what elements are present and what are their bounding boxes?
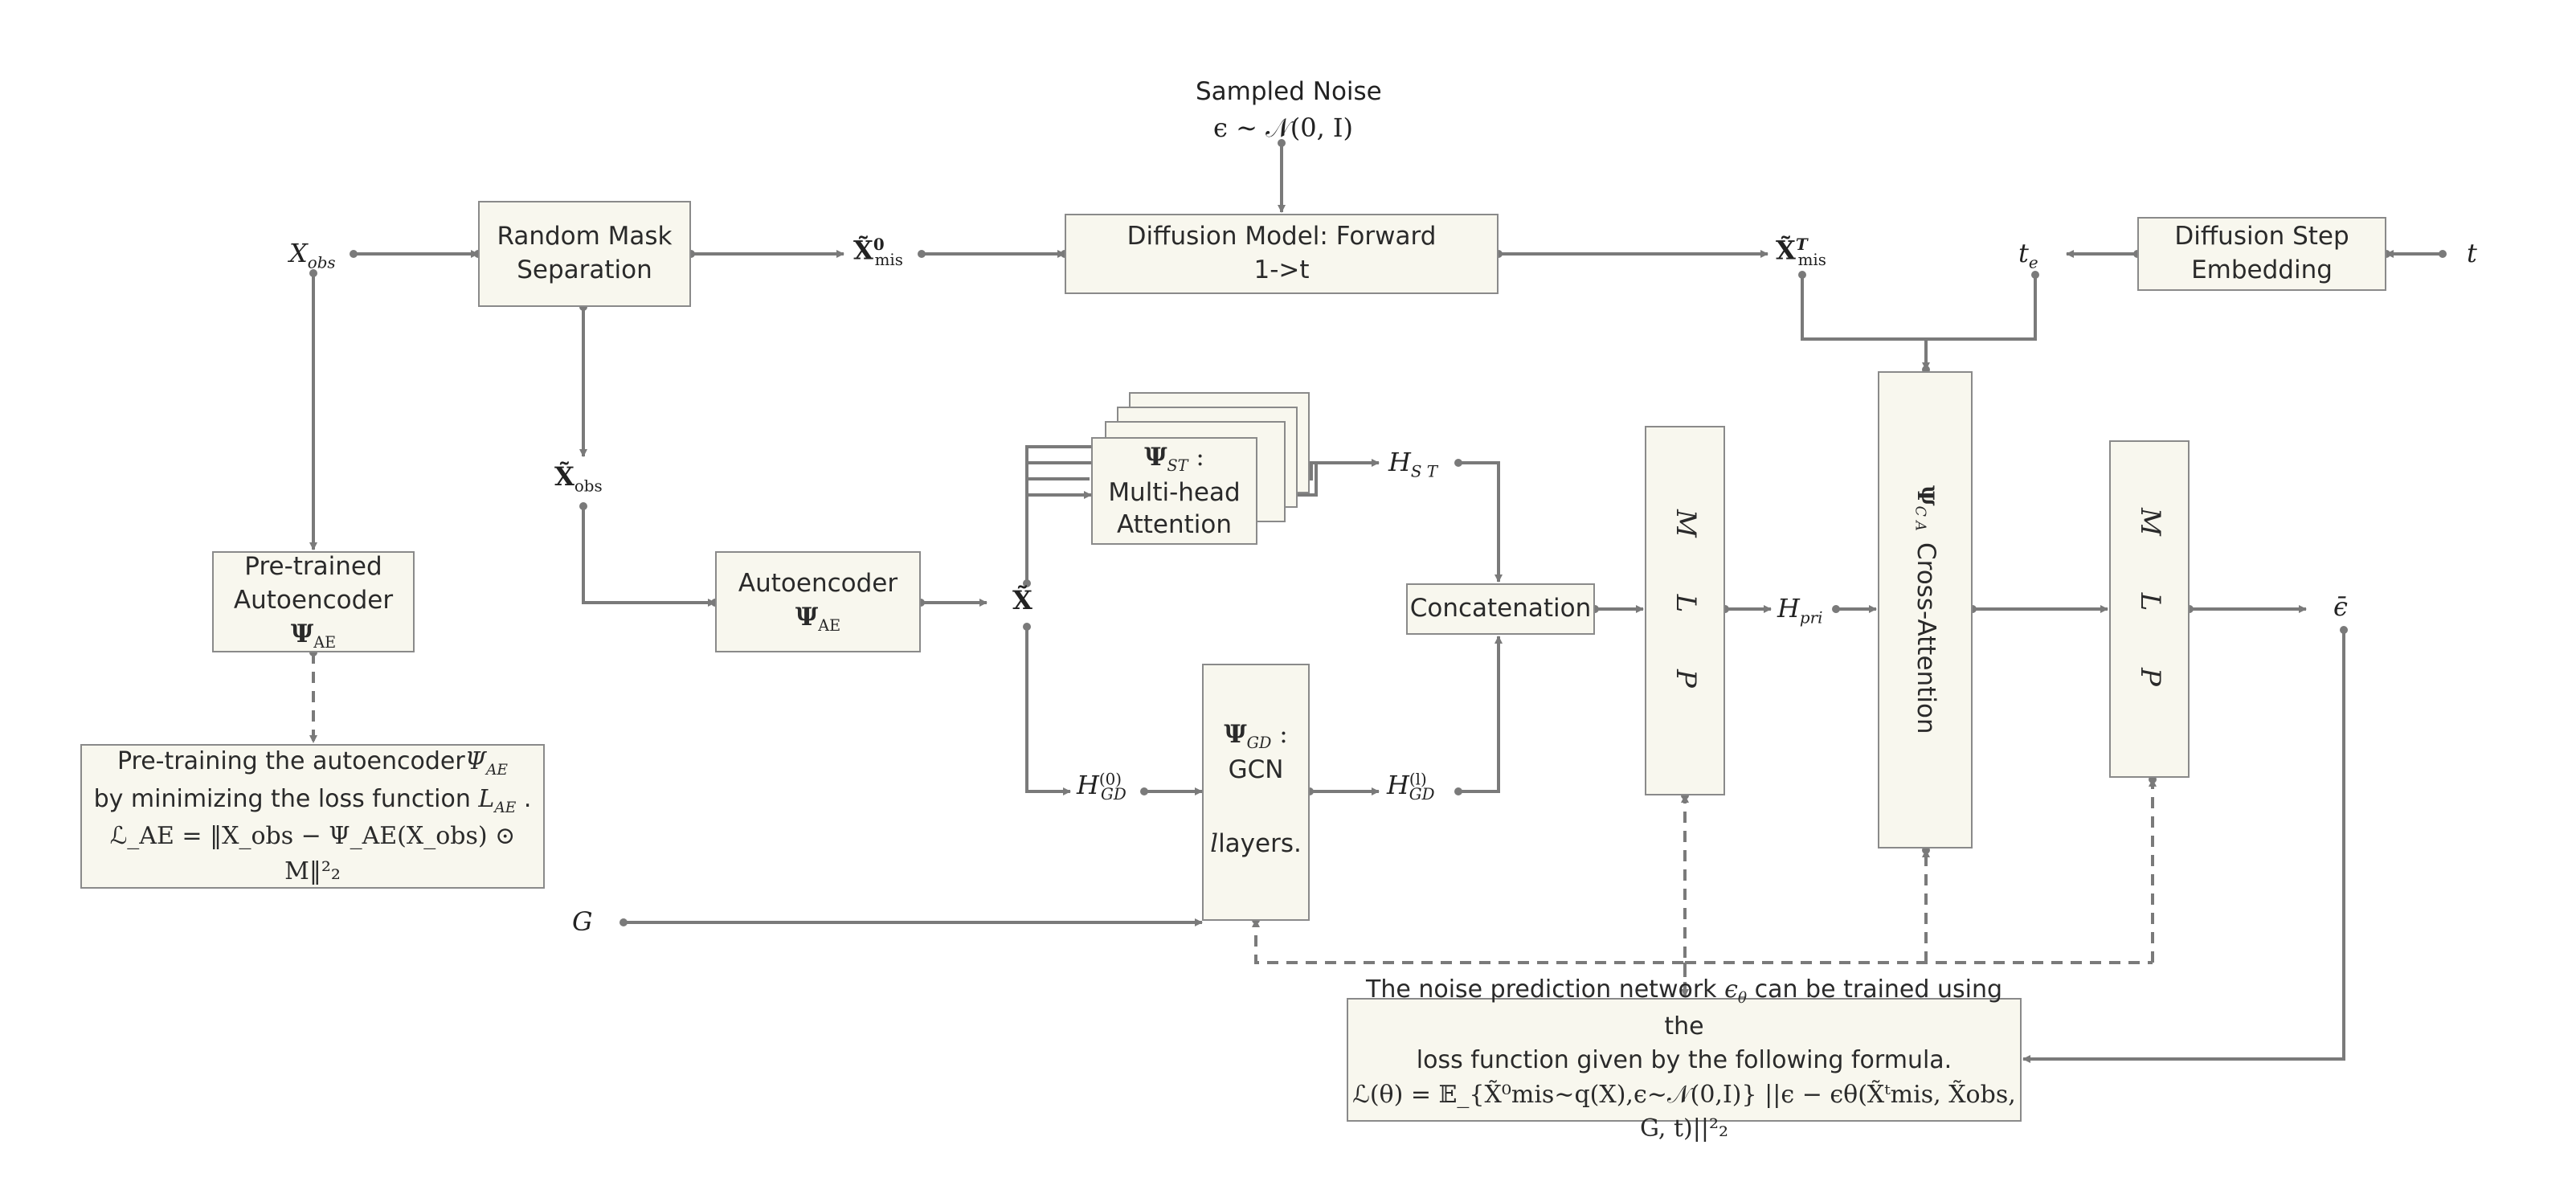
g-label: G xyxy=(572,906,593,937)
noise-prediction-note-box: The noise prediction network ϵθ can be t… xyxy=(1347,975,2022,1143)
arrow-xtilde-to-hgd0 xyxy=(1025,627,1071,795)
autoencoder-symbol: ΨAE xyxy=(795,602,841,636)
h-gdl-label: H(l)GD xyxy=(1387,770,1435,804)
cross-attention-box: ΨC A Cross-Attention xyxy=(1878,371,1973,848)
x-tilde-obs-label: X̃obs xyxy=(554,461,603,496)
mlp1-box: M L P xyxy=(1645,426,1725,795)
diffusion-forward-box: Diffusion Model: Forward 1->t xyxy=(1065,214,1499,294)
autoencoder-label: Autoencoder xyxy=(738,569,898,599)
step-embed-label: Diffusion Step Embedding xyxy=(2174,222,2349,284)
dashed-to-gd xyxy=(1252,919,1683,964)
ca-symbol: ΨC A xyxy=(1912,485,1940,532)
concat-label: Concatenation xyxy=(1409,594,1592,624)
gd-line2: GCN xyxy=(1228,755,1284,785)
pretrain-note-line1: Pre-training the autoencoderΨAE xyxy=(117,746,509,779)
h-st-label: HS T xyxy=(1388,447,1438,481)
autoencoder-box: Autoencoder ΨAE xyxy=(715,551,921,652)
ca-label: Cross-Attention xyxy=(1911,542,1940,734)
random-mask-separation-box: Random Mask Separation xyxy=(478,201,691,307)
pretrained-autoencoder-box: Pre-trained Autoencoder ΨAE xyxy=(212,551,415,652)
h-pri-label: Hpri xyxy=(1777,593,1823,628)
st-symbol: ΨST : xyxy=(1144,442,1204,475)
t-label: t xyxy=(2467,238,2477,268)
multi-head-attention-box: ΨST : Multi-head Attention xyxy=(1091,437,1257,545)
arrow-hst-to-concat xyxy=(1458,461,1503,583)
noise-formula: ϵ ∼ 𝒩(0, I) xyxy=(1213,112,1354,143)
concatenation-box: Concatenation xyxy=(1406,583,1595,635)
pretrain-note-box: Pre-training the autoencoderΨAE by minim… xyxy=(80,744,545,889)
arrow-xobs-tilde-to-ae xyxy=(582,506,716,607)
random-mask-label: Random Mask Separation xyxy=(497,222,673,284)
ca-text-wrap: ΨC A Cross-Attention xyxy=(1908,485,1942,734)
gd-line3: llayers. xyxy=(1210,828,1302,858)
noise-note-line1: The noise prediction network ϵθ can be t… xyxy=(1366,975,2002,1041)
x-tilde-label: X̃ xyxy=(1012,585,1032,615)
forward-line2: 1->t xyxy=(1253,256,1310,284)
pretrained-line1: Pre-trained xyxy=(244,552,382,582)
pretrain-note-formula: ℒ_AE = ‖X_obs − Ψ_AE(X_obs) ⊙ M‖²₂ xyxy=(109,822,516,885)
noise-note-line2: loss function given by the following for… xyxy=(1416,1046,1952,1075)
arrows-xtilde-to-st xyxy=(1025,445,1093,583)
mlp2-box: M L P xyxy=(2109,440,2190,778)
eps-hat-label: ϵ̄ xyxy=(2333,591,2348,622)
st-line2: Multi-head xyxy=(1108,477,1241,507)
noise-note-formula: ℒ(θ) = 𝔼_{X̃⁰mis∼q(X),ϵ∼𝒩(0,I)} ||ϵ − ϵθ… xyxy=(1352,1080,2016,1143)
pretrained-line2: Autoencoder xyxy=(233,585,394,615)
pretrained-symbol: ΨAE xyxy=(290,619,337,652)
diffusion-step-embedding-box: Diffusion Step Embedding xyxy=(2137,217,2386,291)
arrow-hgdl-to-concat xyxy=(1458,636,1503,793)
x-mis0-label: X̃0mis xyxy=(853,235,903,270)
line-xmisT-te-to-ca xyxy=(1801,275,2037,370)
forward-line1: Diffusion Model: Forward xyxy=(1126,222,1437,251)
mlp1-label: M L P xyxy=(1669,509,1702,712)
arrow-eps-to-noise-note xyxy=(2022,630,2345,1063)
sampled-noise-label: Sampled Noise xyxy=(1196,77,1382,106)
h-gd0-label: H(0)GD xyxy=(1077,770,1126,804)
mlp2-label: M L P xyxy=(2133,508,2166,710)
pretrain-note-line2: by minimizing the loss function LAE . xyxy=(93,784,532,816)
st-line3: Attention xyxy=(1116,510,1233,540)
t-e-label: te xyxy=(2018,238,2038,272)
x-misT-label: X̃Tmis xyxy=(1776,235,1826,270)
gcn-box: ΨGD : GCN llayers. xyxy=(1202,664,1310,921)
x-obs-label: Xobs xyxy=(289,238,336,272)
gd-symbol: ΨGD : xyxy=(1224,720,1288,753)
